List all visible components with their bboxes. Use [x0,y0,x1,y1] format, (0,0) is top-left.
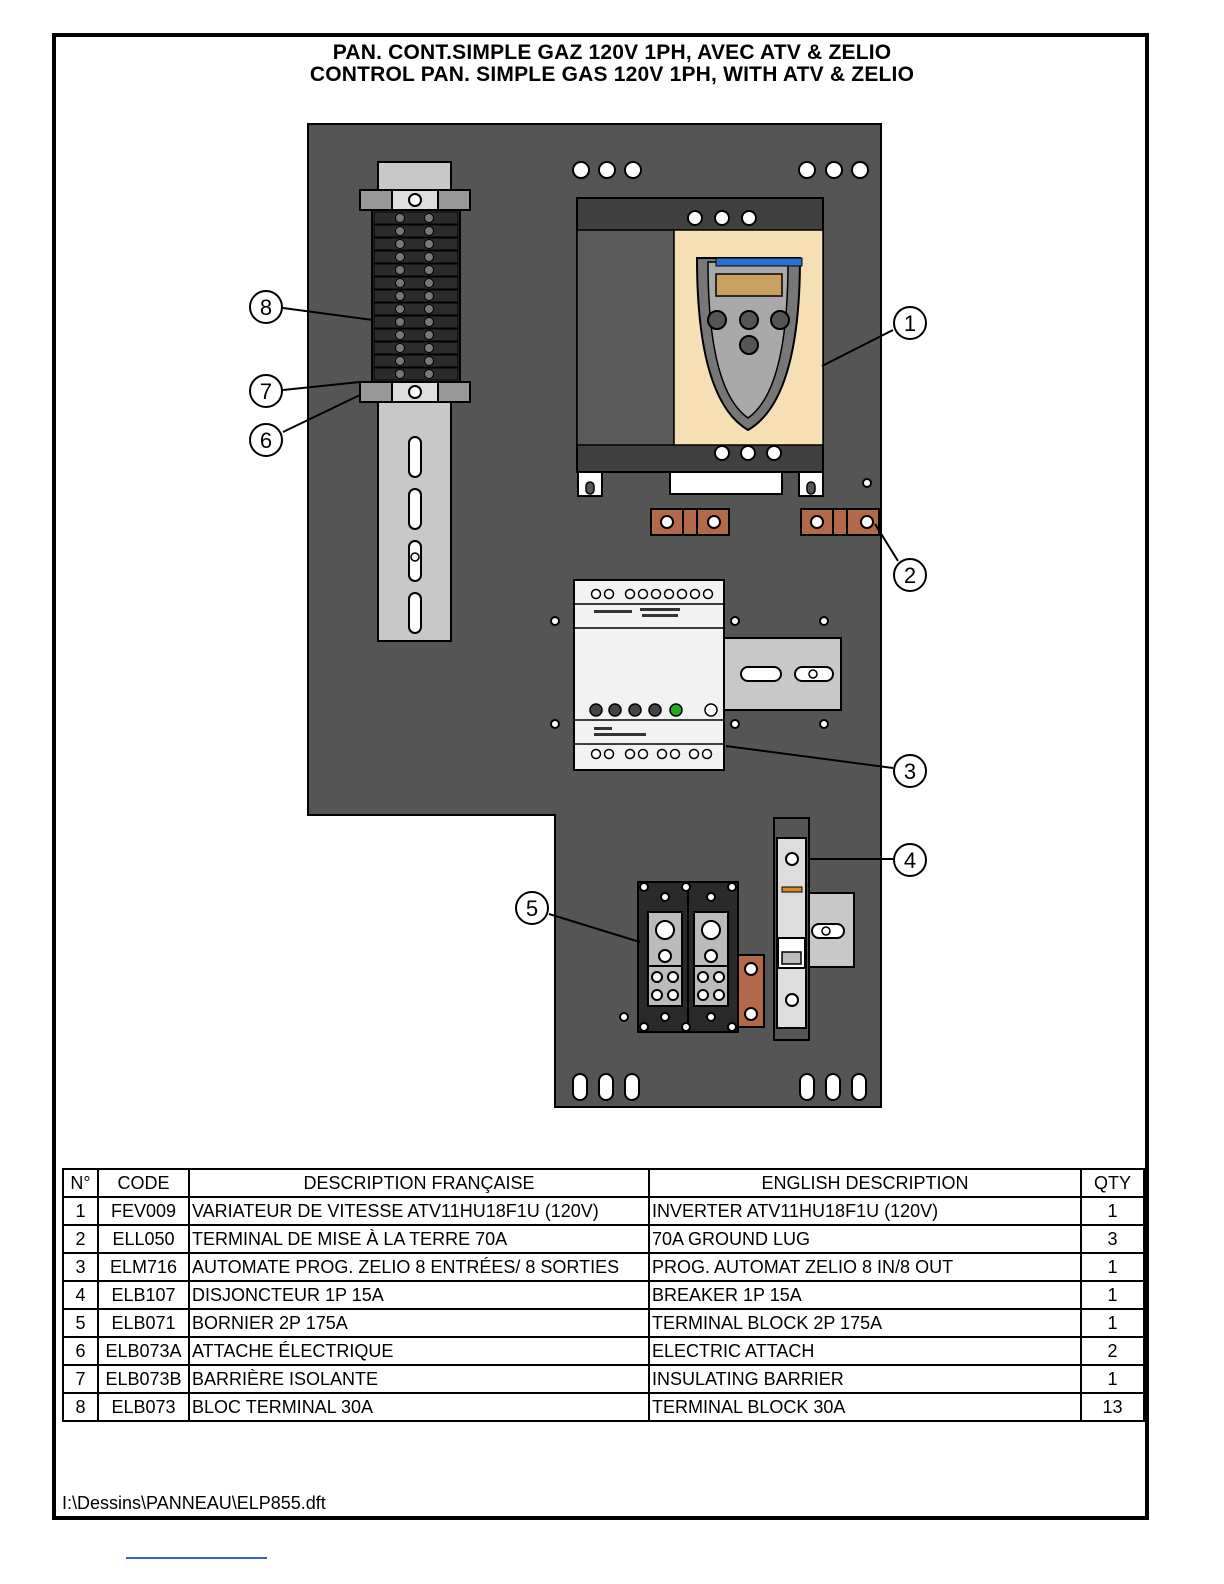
callout-5: 5 [526,896,538,921]
cell-number: 7 [62,1364,99,1394]
cell-description-en: INVERTER ATV11HU18F1U (120V) [648,1196,1082,1226]
cell-code: ELL050 [97,1224,190,1254]
cell-number: 5 [62,1308,99,1338]
cell-number: 2 [62,1224,99,1254]
terminal-block-stack [359,189,471,403]
header-qty: QTY [1080,1168,1145,1198]
cell-description-en: INSULATING BARRIER [648,1364,1082,1394]
variable-speed-drive [576,197,824,497]
cell-number: 1 [62,1196,99,1226]
power-terminal-block [619,881,765,1033]
cell-number: 6 [62,1336,99,1366]
cell-qty: 2 [1080,1336,1145,1366]
cell-number: 3 [62,1252,99,1282]
cell-number: 4 [62,1280,99,1310]
title-english: CONTROL PAN. SIMPLE GAS 120V 1PH, WITH A… [309,63,915,86]
zelio-plc [573,579,725,771]
file-path: I:\Dessins\PANNEAU\ELP855.dft [62,1493,326,1513]
header-description-fr: DESCRIPTION FRANÇAISE [188,1168,650,1198]
callout-6: 6 [260,428,272,453]
breaker-assembly [773,817,855,1041]
callout-7: 7 [260,379,272,404]
cell-code: ELB073A [97,1336,190,1366]
callout-3: 3 [904,759,916,784]
cell-description-en: TERMINAL BLOCK 2P 175A [648,1308,1082,1338]
callout-1: 1 [904,311,916,336]
callout-circles [249,290,927,925]
cell-code: ELB073 [97,1392,190,1422]
cell-qty: 1 [1080,1364,1145,1394]
cell-qty: 13 [1080,1392,1145,1422]
header-description-en: ENGLISH DESCRIPTION [648,1168,1082,1198]
cell-description-fr: BLOC TERMINAL 30A [188,1392,650,1422]
panel-holes-top [572,161,869,179]
cell-code: ELM716 [97,1252,190,1282]
cell-description-fr: BARRIÈRE ISOLANTE [188,1364,650,1394]
cell-description-en: BREAKER 1P 15A [648,1280,1082,1310]
title-french: PAN. CONT.SIMPLE GAZ 120V 1PH, AVEC ATV … [332,41,892,64]
cell-description-en: PROG. AUTOMAT ZELIO 8 IN/8 OUT [648,1252,1082,1282]
cell-qty: 1 [1080,1252,1145,1282]
panel-holes-bottom [572,1073,867,1101]
cell-code: FEV009 [97,1196,190,1226]
cell-code: ELB107 [97,1280,190,1310]
header-code: CODE [97,1168,190,1198]
cell-description-fr: VARIATEUR DE VITESSE ATV11HU18F1U (120V) [188,1196,650,1226]
cell-code: ELB071 [97,1308,190,1338]
din-rail-zelio [550,616,842,729]
cell-qty: 1 [1080,1308,1145,1338]
ground-lugs [650,478,880,536]
cell-qty: 1 [1080,1196,1145,1226]
drawing-border [52,33,1149,1520]
cell-description-fr: BORNIER 2P 175A [188,1308,650,1338]
header-number: N° [62,1168,99,1198]
bill-of-materials: N° CODE DESCRIPTION FRANÇAISE ENGLISH DE… [62,1168,1145,1422]
callout-8: 8 [260,295,272,320]
cell-description-en: 70A GROUND LUG [648,1224,1082,1254]
drawing-title: PAN. CONT.SIMPLE GAZ 120V 1PH, AVEC ATV … [0,42,1224,86]
callout-2: 2 [904,563,916,588]
table-header-row: N° CODE DESCRIPTION FRANÇAISE ENGLISH DE… [62,1168,1145,1198]
cell-description-fr: DISJONCTEUR 1P 15A [188,1280,650,1310]
cell-description-en: ELECTRIC ATTACH [648,1336,1082,1366]
cell-code: ELB073B [97,1364,190,1394]
cell-qty: 3 [1080,1224,1145,1254]
cell-description-fr: AUTOMATE PROG. ZELIO 8 ENTRÉES/ 8 SORTIE… [188,1252,650,1282]
cell-description-fr: ATTACHE ÉLECTRIQUE [188,1336,650,1366]
cell-number: 8 [62,1392,99,1422]
cell-description-en: TERMINAL BLOCK 30A [648,1392,1082,1422]
callout-4: 4 [904,848,916,873]
cell-description-fr: TERMINAL DE MISE À LA TERRE 70A [188,1224,650,1254]
cell-qty: 1 [1080,1280,1145,1310]
leader-lines [282,307,899,943]
footer-underline [126,1557,267,1559]
